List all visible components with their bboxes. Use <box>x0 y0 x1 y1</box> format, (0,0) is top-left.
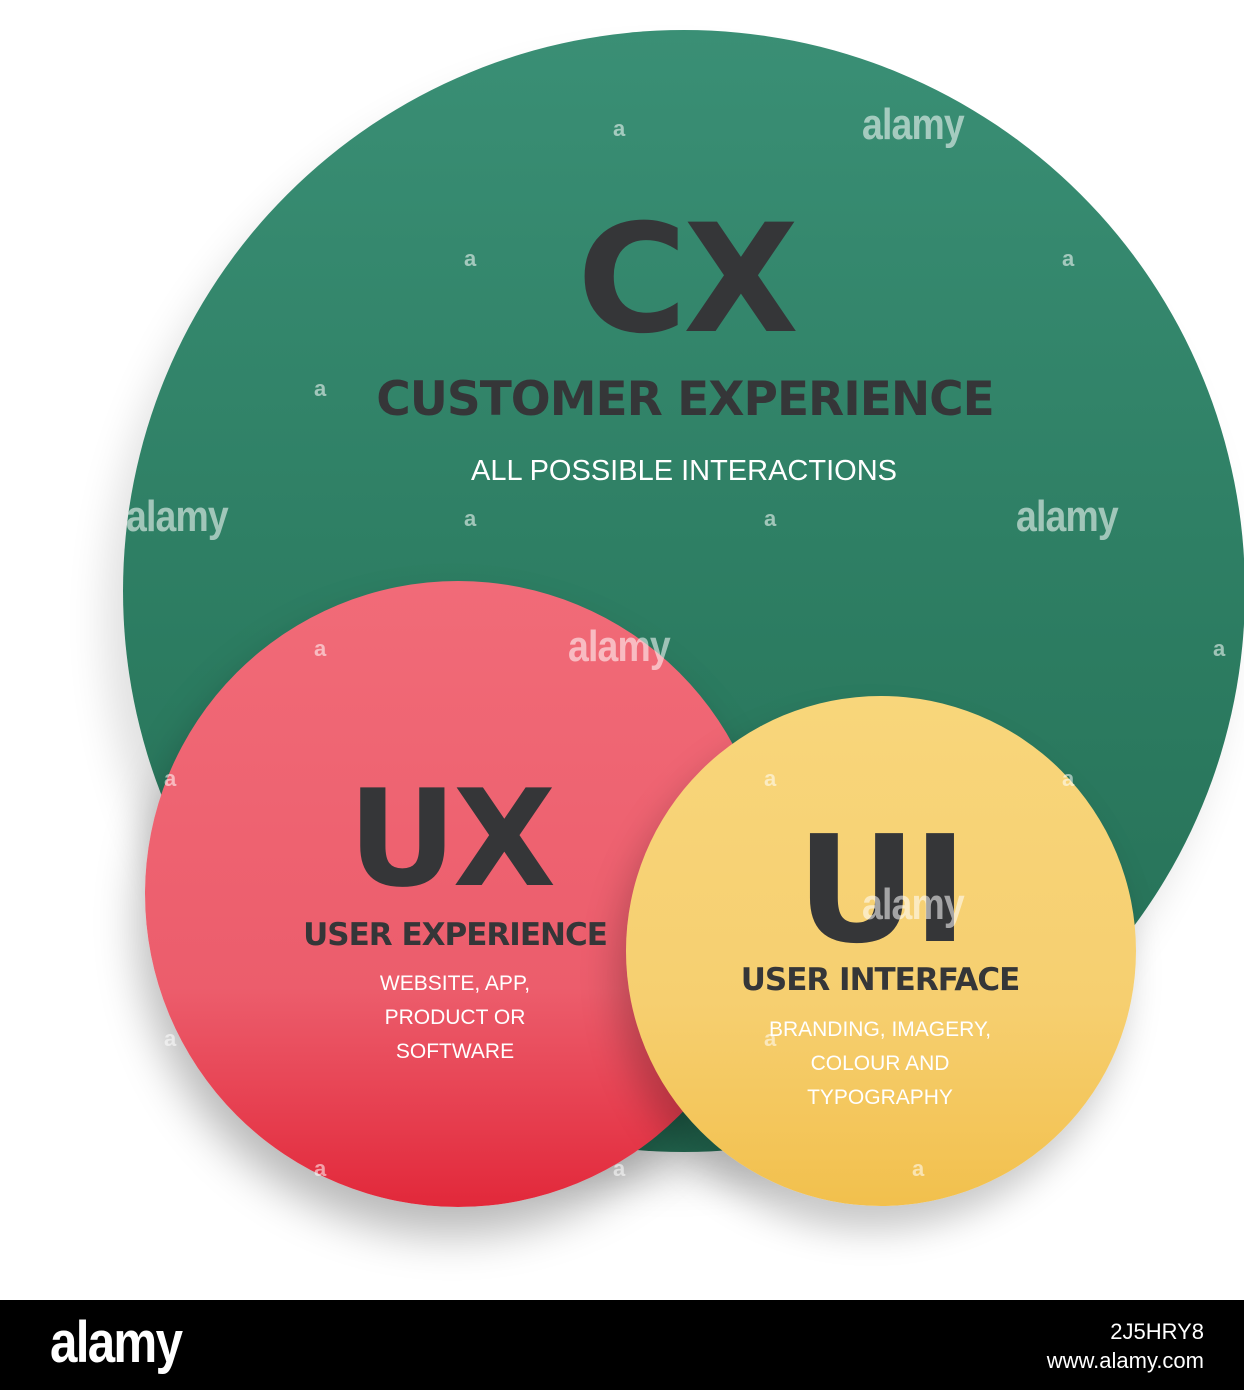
watermark-mark: a <box>1062 246 1075 271</box>
watermark-logo: alamy <box>1016 492 1119 541</box>
watermark-mark: a <box>912 1156 925 1181</box>
watermark-mark: a <box>164 766 177 791</box>
site-url: www.alamy.com <box>1046 1348 1204 1373</box>
watermark-logo: alamy <box>862 880 965 929</box>
watermark-mark: a <box>314 636 327 661</box>
watermark-mark: a <box>764 766 777 791</box>
ux-description-line: PRODUCT OR <box>384 1006 526 1029</box>
watermark-mark: a <box>314 1156 327 1181</box>
watermark-mark: a <box>464 506 477 531</box>
cx-title: CUSTOMER EXPERIENCE <box>376 372 995 427</box>
watermark-mark: a <box>764 506 777 531</box>
watermark-mark: a <box>613 1156 626 1181</box>
ui-circle <box>626 696 1136 1206</box>
ui-title: USER INTERFACE <box>740 962 1021 998</box>
watermark-logo: alamy <box>862 100 965 149</box>
ux-description-line: WEBSITE, APP, <box>379 972 531 995</box>
cx-description: ALL POSSIBLE INTERACTIONS <box>471 455 897 487</box>
brand-info: 2J5HRY8 www.alamy.com <box>1047 1318 1204 1376</box>
watermark-mark: a <box>764 1026 777 1051</box>
cx-abbr: CX <box>577 193 799 367</box>
ui-description-line: TYPOGRAPHY <box>807 1086 953 1109</box>
watermark-mark: a <box>164 1026 177 1051</box>
ux-description-line: SOFTWARE <box>395 1040 515 1063</box>
watermark-logo: alamy <box>568 622 671 671</box>
alamy-logo: alamy <box>50 1310 183 1375</box>
ux-title: USER EXPERIENCE <box>303 917 608 953</box>
watermark-mark: a <box>314 376 327 401</box>
watermark-mark: a <box>613 116 626 141</box>
watermark-mark: a <box>1213 636 1226 661</box>
brand-bar: alamy 2J5HRY8 www.alamy.com <box>0 1300 1244 1390</box>
ui-abbr: UI <box>796 804 967 976</box>
venn-diagram: CX CUSTOMER EXPERIENCE ALL POSSIBLE INTE… <box>123 30 1244 1207</box>
image-id: 2J5HRY8 <box>1110 1319 1204 1344</box>
ui-description-line: BRANDING, IMAGERY, <box>768 1018 992 1041</box>
watermark-mark: a <box>1062 766 1075 791</box>
ui-description: BRANDING, IMAGERY, COLOUR AND TYPOGRAPHY <box>740 1013 1020 1115</box>
ux-description: WEBSITE, APP, PRODUCT OR SOFTWARE <box>305 967 605 1069</box>
watermark-logo: alamy <box>126 492 229 541</box>
watermark-mark: a <box>464 246 477 271</box>
ux-abbr: UX <box>347 761 556 917</box>
ui-description-line: COLOUR AND <box>810 1052 950 1075</box>
